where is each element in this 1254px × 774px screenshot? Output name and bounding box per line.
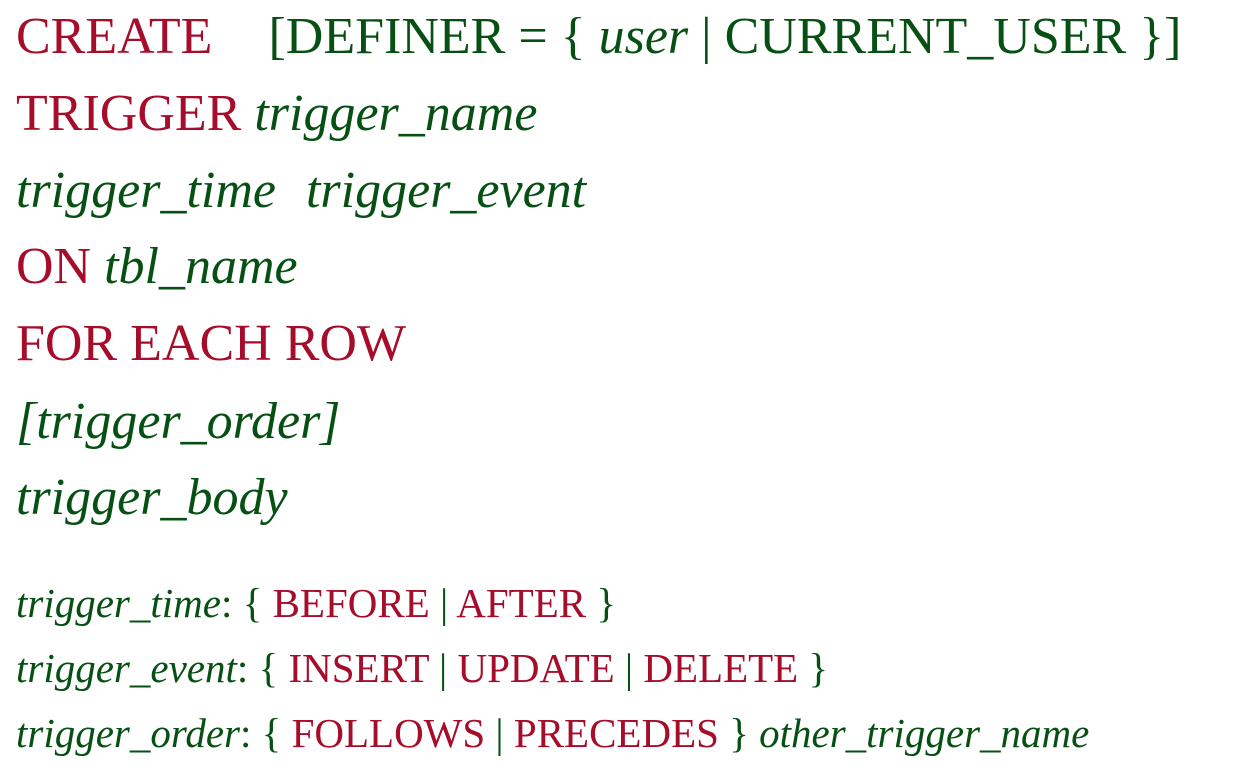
option-update: UPDATE xyxy=(457,645,615,691)
option-after: AFTER xyxy=(456,580,587,626)
definer-user: user xyxy=(598,8,689,65)
trigger-keyword: TRIGGER xyxy=(16,85,242,142)
syntax-line-trigger: TRIGGER trigger_name xyxy=(16,88,537,140)
tbl-name-placeholder: tbl_name xyxy=(104,238,298,295)
option-delete: DELETE xyxy=(643,645,799,691)
syntax-line-trigger-order: [trigger_order] xyxy=(16,396,341,448)
syntax-line-on: ON tbl_name xyxy=(16,241,298,293)
on-keyword: ON xyxy=(16,238,92,295)
definition-term: trigger_event xyxy=(16,645,237,691)
option-precedes: PRECEDES xyxy=(513,710,719,756)
trigger-time-placeholder: trigger_time xyxy=(16,162,276,219)
definition-open-brace: : { xyxy=(220,580,263,626)
create-keyword: CREATE xyxy=(16,8,213,65)
option-pipe: | xyxy=(495,710,504,756)
definition-close-brace: } xyxy=(596,580,617,626)
current-user-keyword: CURRENT_USER xyxy=(724,8,1127,65)
option-pipe: | xyxy=(439,645,448,691)
definition-open-brace: : { xyxy=(239,710,282,756)
definition-trigger-event: trigger_event: { INSERT | UPDATE | DELET… xyxy=(16,648,828,689)
syntax-line-create: CREATE [DEFINER = { user | CURRENT_USER }… xyxy=(16,11,1181,63)
other-trigger-name-placeholder: other_trigger_name xyxy=(759,710,1090,756)
syntax-line-trigger-body: trigger_body xyxy=(16,472,288,524)
option-pipe: | xyxy=(440,580,449,626)
option-before: BEFORE xyxy=(272,580,430,626)
trigger-event-placeholder: trigger_event xyxy=(305,162,587,219)
definer-pipe: | xyxy=(701,8,712,65)
definition-term: trigger_time xyxy=(16,580,221,626)
definition-term: trigger_order xyxy=(16,710,240,756)
definition-trigger-order: trigger_order: { FOLLOWS | PRECEDES } ot… xyxy=(16,713,1089,754)
trigger-syntax-document: CREATE [DEFINER = { user | CURRENT_USER }… xyxy=(16,0,1246,774)
option-follows: FOLLOWS xyxy=(291,710,486,756)
option-pipe: | xyxy=(624,645,634,691)
option-insert: INSERT xyxy=(288,645,429,691)
definer-open: [DEFINER = { xyxy=(268,8,586,65)
for-each-row-keyword: FOR EACH ROW xyxy=(16,315,407,372)
trigger-order-placeholder: [trigger_order] xyxy=(16,393,341,450)
definition-close-brace: } xyxy=(808,645,829,691)
definer-close: }] xyxy=(1139,8,1182,65)
definition-close-brace: } xyxy=(729,710,749,756)
trigger-body-placeholder: trigger_body xyxy=(16,469,288,526)
trigger-name-placeholder: trigger_name xyxy=(254,85,538,142)
syntax-line-time-event: trigger_time trigger_event xyxy=(16,165,586,217)
syntax-line-for-each-row: FOR EACH ROW xyxy=(16,318,406,370)
definition-open-brace: : { xyxy=(236,645,279,691)
definition-trigger-time: trigger_time: { BEFORE | AFTER } xyxy=(16,583,616,624)
